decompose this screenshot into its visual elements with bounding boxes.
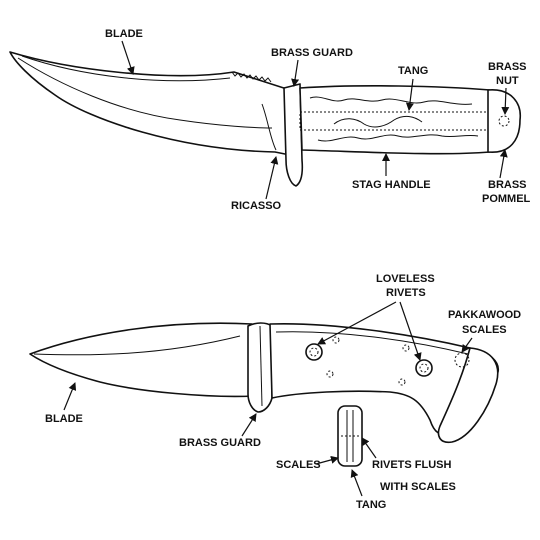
bottom-blade-shape: [29, 322, 255, 398]
bottom-handle-inner-line: [275, 331, 469, 355]
bottom-small-rivet-4: [398, 378, 406, 386]
arrow-top-brass-pommel: [499, 149, 508, 179]
bottom-loveless-rivet-2-inner: [419, 363, 429, 373]
bottom-blade-bevel: [33, 335, 241, 356]
arrow-top-brass-nut: [501, 87, 510, 115]
label-bottom-blade: BLADE: [45, 413, 83, 425]
top-blade-serrations: [231, 71, 272, 83]
arrow-bottom-tang: [350, 469, 363, 497]
bottom-small-rivet-2: [402, 344, 410, 352]
arrow-bottom-brass-guard: [241, 413, 257, 437]
label-top-brass-nut-1: BRASS: [488, 61, 527, 73]
arrow-top-brass-guard: [291, 59, 300, 87]
top-blade-bevel: [17, 57, 273, 129]
label-bottom-brass-guard: BRASS GUARD: [179, 437, 261, 449]
top-blade-spine-line: [21, 55, 231, 82]
arrow-bottom-blade: [63, 382, 77, 411]
arrow-top-blade: [121, 40, 135, 75]
label-bottom-pakkawood-1: PAKKAWOOD: [448, 309, 521, 321]
top-stag-texture-2: [317, 134, 479, 142]
bottom-brass-guard: [247, 322, 273, 413]
top-brass-guard: [283, 83, 304, 187]
top-stag-texture-3: [333, 115, 423, 128]
label-top-brass-nut-2: NUT: [496, 75, 519, 87]
label-bottom-pakkawood-2: SCALES: [462, 324, 507, 336]
bottom-loveless-rivet-2: [415, 359, 433, 377]
top-stag-texture-1: [309, 96, 473, 105]
bottom-loveless-rivet-1: [305, 343, 323, 361]
top-ricasso-shape: [261, 103, 277, 151]
label-bottom-rivets-flush-1: RIVETS FLUSH: [372, 459, 452, 471]
label-bottom-scales: SCALES: [276, 459, 321, 471]
top-knife: [9, 51, 521, 187]
arrow-bottom-rivets-flush: [361, 437, 377, 459]
bottom-guard-inner: [259, 325, 263, 407]
label-top-brass-pommel-1: BRASS: [488, 179, 527, 191]
label-bottom-tang: TANG: [356, 499, 386, 511]
arrow-top-ricasso: [265, 156, 279, 200]
label-bottom-loveless-1: LOVELESS: [376, 273, 435, 285]
label-top-blade: BLADE: [105, 28, 143, 40]
label-top-brass-pommel-2: POMMEL: [482, 193, 531, 205]
label-top-stag-handle: STAG HANDLE: [352, 179, 431, 191]
bottom-small-rivet-1: [332, 336, 340, 344]
bottom-loveless-rivet-1-inner: [309, 347, 319, 357]
bottom-handle-end: [437, 347, 499, 444]
arrow-bottom-loveless-2: [399, 301, 422, 361]
arrow-bottom-loveless-1: [317, 301, 397, 345]
top-brass-nut: [498, 115, 510, 127]
bottom-small-rivet-3: [326, 370, 334, 378]
arrow-bottom-scales: [315, 455, 339, 465]
label-top-brass-guard: BRASS GUARD: [271, 47, 353, 59]
label-top-tang: TANG: [398, 65, 428, 77]
label-top-ricasso: RICASSO: [231, 200, 282, 212]
bottom-lanyard-hole: [454, 352, 470, 368]
top-brass-pommel: [487, 89, 521, 153]
label-bottom-rivets-flush-2: WITH SCALES: [380, 481, 456, 493]
arrow-top-tang: [405, 78, 414, 111]
label-bottom-loveless-2: RIVETS: [386, 287, 426, 299]
bottom-knife: [29, 322, 499, 467]
arrow-bottom-pakkawood: [461, 337, 473, 353]
top-blade-shape: [9, 51, 291, 156]
